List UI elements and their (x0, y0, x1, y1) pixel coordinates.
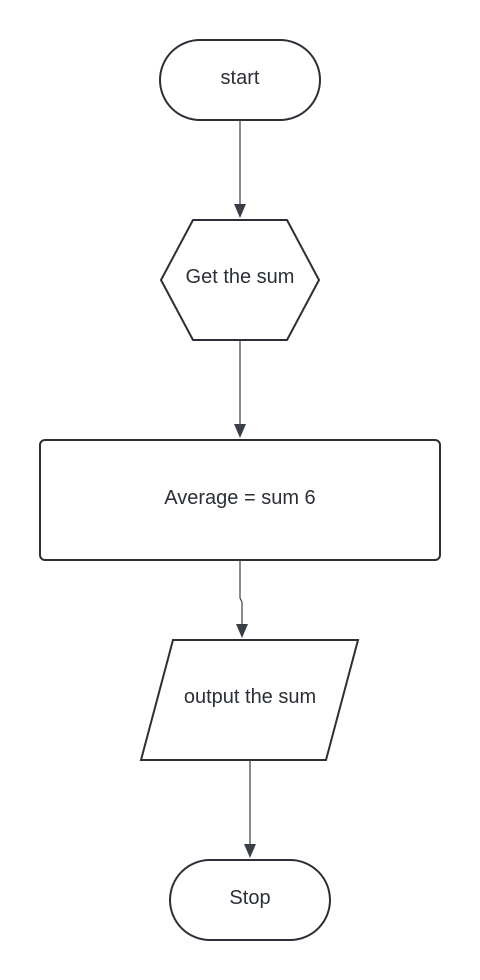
connector-average-to-output (236, 560, 248, 638)
output-parallelogram-shape (139, 639, 360, 761)
average-node[interactable]: Average = sum 6 (39, 439, 441, 561)
average-node-label: Average = sum 6 (164, 487, 315, 509)
arrowhead-icon (236, 624, 248, 638)
arrowhead-icon (234, 424, 246, 438)
stop-node-label: Stop (229, 887, 270, 909)
connector-output-to-stop (244, 760, 256, 858)
output-node-label: output the sum (184, 686, 316, 708)
arrowhead-icon (234, 204, 246, 218)
get-sum-hexagon-shape (159, 219, 321, 341)
arrowhead-icon (244, 844, 256, 858)
stop-node[interactable]: Stop (169, 859, 331, 941)
get-sum-node-label: Get the sum (186, 266, 295, 288)
stop-terminator-shape (169, 859, 331, 941)
start-node[interactable]: start (159, 39, 321, 121)
get-sum-node[interactable]: Get the sum (159, 219, 321, 341)
connector-start-to-get-sum (234, 120, 246, 218)
output-node[interactable]: output the sum (139, 639, 360, 761)
start-node-label: start (221, 67, 260, 89)
connector-line (239, 560, 243, 626)
connector-get-sum-to-average (234, 340, 246, 438)
